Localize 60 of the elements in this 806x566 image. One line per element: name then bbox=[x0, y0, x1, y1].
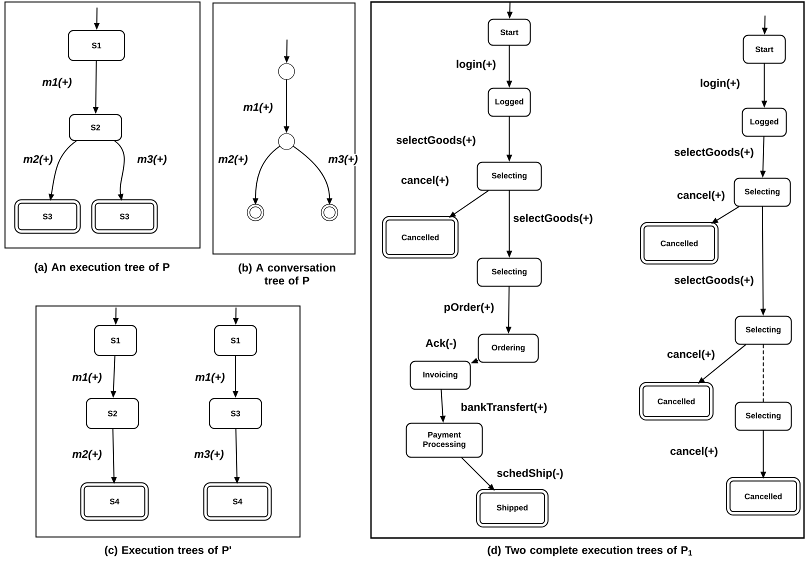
edge-label: m3(+) bbox=[327, 154, 359, 166]
panel-caption: (a) An execution tree of P bbox=[34, 262, 170, 274]
edge-label: schedShip(-) bbox=[496, 468, 564, 480]
state-box: S3 bbox=[209, 398, 262, 429]
final-state-box: S4 bbox=[80, 482, 149, 521]
state-circle bbox=[278, 133, 295, 150]
panel-caption: (b) A conversation tree of P bbox=[238, 263, 336, 285]
edge-label: login(+) bbox=[455, 58, 498, 72]
panel-caption: (c) Execution trees of P' bbox=[104, 546, 232, 556]
edge-label: selectGoods(+) bbox=[512, 212, 594, 226]
edge-label: Ack(-) bbox=[424, 338, 458, 350]
state-box: S1 bbox=[68, 30, 125, 61]
edge-label: m1(+) bbox=[41, 76, 73, 90]
final-state-box: S3 bbox=[91, 199, 158, 234]
final-state-box: Cancelled bbox=[382, 216, 459, 259]
dashed-line bbox=[762, 344, 764, 402]
edge-label: selectGoods(+) bbox=[673, 274, 755, 288]
final-state-box: S4 bbox=[203, 482, 272, 521]
state-box: Start bbox=[742, 34, 786, 64]
edge-label: m1(+) bbox=[71, 372, 103, 384]
edge-label: bankTransfert(+) bbox=[460, 402, 548, 414]
state-box: Logged bbox=[742, 108, 787, 137]
state-box: S2 bbox=[86, 398, 139, 429]
edge-label: pOrder(+) bbox=[442, 302, 496, 314]
state-circle bbox=[278, 63, 295, 80]
state-box: S2 bbox=[69, 114, 122, 141]
edge-label: m1(+) bbox=[242, 102, 274, 114]
edge-label: m2(+) bbox=[217, 154, 249, 166]
final-state-box: Cancelled bbox=[639, 382, 714, 421]
final-state-box: Cancelled bbox=[726, 477, 801, 516]
edge-label: m1(+) bbox=[194, 372, 226, 384]
state-box: S1 bbox=[94, 325, 137, 356]
edge-label: cancel(+) bbox=[666, 348, 716, 362]
edge-label: cancel(+) bbox=[400, 174, 450, 188]
final-state-circle bbox=[246, 204, 264, 222]
state-box: Payment Processing bbox=[406, 422, 483, 458]
edge-label: selectGoods(+) bbox=[673, 146, 755, 160]
edge-label: m2(+) bbox=[22, 154, 54, 166]
final-state-circle bbox=[320, 204, 338, 222]
edge-label: cancel(+) bbox=[676, 190, 726, 202]
final-state-box: Shipped bbox=[476, 489, 549, 528]
edge-label: cancel(+) bbox=[669, 446, 719, 458]
edge-label: login(+) bbox=[699, 78, 742, 90]
final-state-box: Cancelled bbox=[640, 222, 719, 265]
state-box: Ordering bbox=[478, 334, 539, 363]
state-box: Start bbox=[488, 18, 531, 46]
state-box: Logged bbox=[488, 88, 531, 117]
edge-label: selectGoods(+) bbox=[395, 134, 477, 148]
state-box: Invoicing bbox=[410, 360, 471, 390]
final-state-box: S3 bbox=[14, 199, 81, 234]
panel-caption: (d) Two complete execution trees of P$_{1}$ bbox=[488, 546, 692, 556]
edge-label: m3(+) bbox=[136, 154, 168, 166]
state-box: Selecting bbox=[734, 316, 792, 345]
state-box: S1 bbox=[214, 325, 257, 356]
edge-label: m2(+) bbox=[71, 448, 103, 462]
state-box: Selecting bbox=[476, 258, 542, 287]
state-box: Selecting bbox=[734, 178, 791, 207]
state-box: Selecting bbox=[734, 402, 792, 431]
edge-label: m3(+) bbox=[193, 448, 225, 462]
state-box: Selecting bbox=[476, 162, 542, 191]
